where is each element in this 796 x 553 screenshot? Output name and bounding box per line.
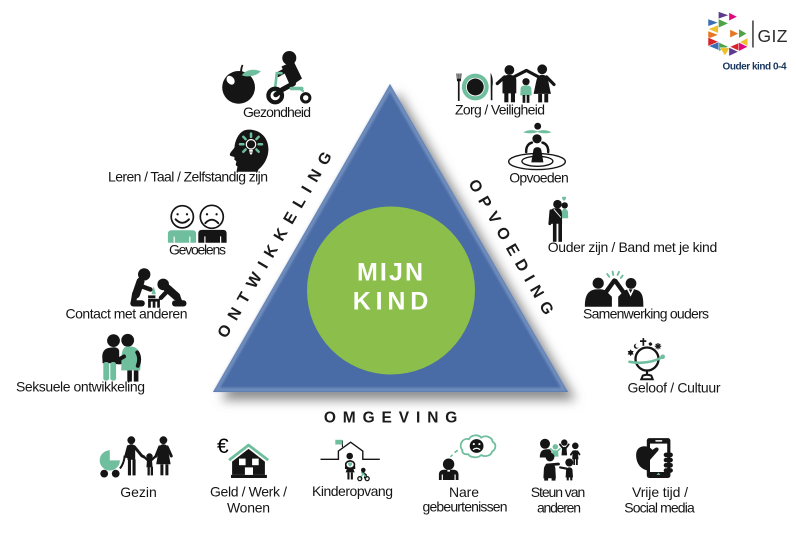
svg-text:Gevoelens: Gevoelens (169, 242, 226, 258)
svg-text:Social media: Social media (624, 500, 695, 516)
svg-text:Gezondheid: Gezondheid (243, 104, 311, 120)
svg-text:Zorg / Veiligheid: Zorg / Veiligheid (455, 102, 545, 118)
svg-text:OMGEVING: OMGEVING (324, 409, 457, 426)
svg-text:Kinderopvang: Kinderopvang (312, 483, 393, 499)
svg-text:Geloof / Cultuur: Geloof / Cultuur (628, 380, 721, 396)
svg-text:GIZ: GIZ (758, 26, 788, 46)
svg-text:Ouder kind 0-4: Ouder kind 0-4 (723, 62, 787, 73)
svg-text:€: € (217, 435, 229, 458)
svg-text:Samenwerking ouders: Samenwerking ouders (583, 306, 709, 322)
svg-text:Opvoeden: Opvoeden (509, 170, 569, 186)
svg-text:anderen: anderen (537, 500, 581, 516)
svg-text:Seksuele ontwikkeling: Seksuele ontwikkeling (16, 379, 145, 395)
svg-text:Nare: Nare (449, 484, 479, 500)
svg-text:Gezin: Gezin (120, 484, 157, 500)
svg-text:MIJN: MIJN (357, 259, 423, 287)
svg-text:Contact met anderen: Contact met anderen (66, 306, 188, 322)
svg-text:Geld / Werk /: Geld / Werk / (210, 484, 287, 500)
svg-text:Steun van: Steun van (531, 484, 586, 500)
svg-text:KIND: KIND (353, 288, 429, 316)
svg-text:Leren / Taal / Zelfstandig zij: Leren / Taal / Zelfstandig zijn (108, 169, 268, 185)
svg-text:Vrije tijd /: Vrije tijd / (632, 484, 688, 500)
svg-text:gebeurtenissen: gebeurtenissen (423, 499, 508, 515)
svg-text:Ouder zijn / Band met je kind: Ouder zijn / Band met je kind (548, 239, 718, 255)
svg-text:Wonen: Wonen (227, 500, 270, 516)
